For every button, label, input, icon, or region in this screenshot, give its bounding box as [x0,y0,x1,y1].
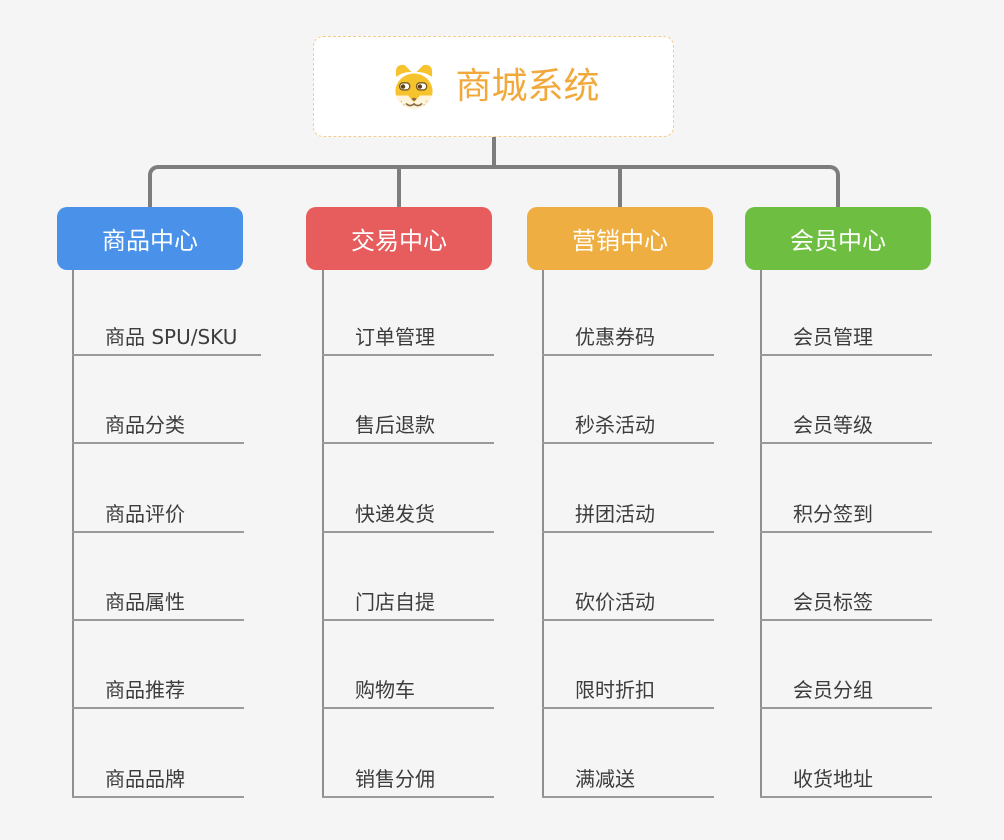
leaf-item[interactable]: 积分签到 [760,487,932,533]
leaf-item[interactable]: 优惠券码 [542,310,714,356]
branch-node-marketing-center[interactable]: 营销中心 [527,207,713,270]
leaf-item[interactable]: 商品 SPU/SKU [72,310,262,356]
leaf-item[interactable]: 砍价活动 [542,575,714,621]
root-node[interactable]: 商城系统 [313,36,674,137]
dog-icon [387,60,441,114]
leaf-item[interactable]: 会员等级 [760,398,932,444]
leaf-item[interactable]: 限时折扣 [542,663,714,709]
leaf-item[interactable]: 售后退款 [322,398,494,444]
leaf-item[interactable]: 商品品牌 [72,752,244,798]
connector-drop-trade [397,165,401,209]
connector-trunk-trade [322,270,324,798]
root-node-label: 商城系统 [455,65,600,107]
connector-trunk-marketing [542,270,544,798]
leaf-item[interactable]: 购物车 [322,663,494,709]
leaf-item[interactable]: 商品推荐 [72,663,244,709]
connector-bus [148,165,840,209]
leaf-item[interactable]: 商品评价 [72,487,244,533]
branch-node-product-center[interactable]: 商品中心 [57,207,243,270]
leaf-item[interactable]: 秒杀活动 [542,398,714,444]
leaf-item[interactable]: 满减送 [542,752,714,798]
leaf-item[interactable]: 门店自提 [322,575,494,621]
leaf-item[interactable]: 订单管理 [322,310,494,356]
connector-root-trunk [492,136,496,167]
leaf-item[interactable]: 商品属性 [72,575,244,621]
leaf-item[interactable]: 收货地址 [760,752,932,798]
leaf-item[interactable]: 商品分类 [72,398,244,444]
connector-drop-marketing [618,165,622,209]
leaf-item[interactable]: 会员标签 [760,575,932,621]
branch-node-member-center[interactable]: 会员中心 [745,207,931,270]
leaf-item[interactable]: 拼团活动 [542,487,714,533]
leaf-item[interactable]: 会员管理 [760,310,932,356]
leaf-item[interactable]: 会员分组 [760,663,932,709]
connector-trunk-product [72,270,74,798]
leaf-item[interactable]: 快递发货 [322,487,494,533]
leaf-item[interactable]: 销售分佣 [322,752,494,798]
connector-trunk-member [760,270,762,798]
branch-node-trade-center[interactable]: 交易中心 [306,207,492,270]
